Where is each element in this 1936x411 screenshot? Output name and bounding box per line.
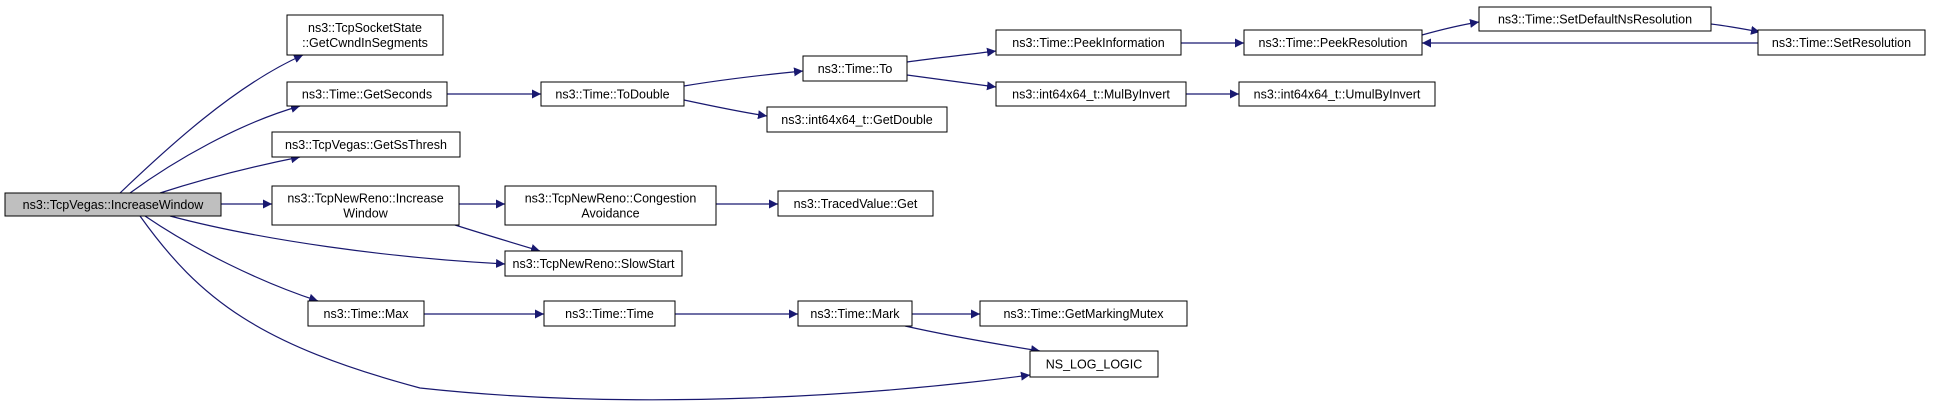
node-label: ns3::Time::Max bbox=[324, 307, 410, 321]
nodes-layer: ns3::TcpVegas::IncreaseWindow ns3::TcpSoc… bbox=[4, 6, 1926, 378]
node-peek-information[interactable]: ns3::Time::PeekInformation bbox=[995, 29, 1182, 56]
edges-layer bbox=[119, 18, 1761, 401]
node-box bbox=[1243, 29, 1423, 56]
node-newreno-increase-window[interactable]: ns3::TcpNewReno::IncreaseWindow bbox=[271, 185, 460, 226]
edge-increase-window-to-slow-start bbox=[169, 215, 506, 269]
edge-to-double-to-time-to bbox=[683, 67, 804, 87]
edge-increase-window-to-get-cwnd-in-segments bbox=[119, 54, 304, 194]
node-box bbox=[766, 106, 948, 133]
node-ns-log-logic[interactable]: NS_LOG_LOGIC bbox=[1029, 350, 1159, 378]
node-box bbox=[504, 185, 717, 226]
node-set-default-ns-resolution[interactable]: ns3::Time::SetDefaultNsResolution bbox=[1478, 6, 1712, 32]
edge-newreno-increase-window-to-slow-start bbox=[454, 224, 541, 253]
node-peek-resolution[interactable]: ns3::Time::PeekResolution bbox=[1243, 29, 1423, 56]
node-mul-by-invert[interactable]: ns3::int64x64_t::MulByInvert bbox=[995, 81, 1187, 107]
node-label: NS_LOG_LOGIC bbox=[1046, 358, 1143, 372]
edge-time-to-to-peek-information bbox=[906, 47, 997, 63]
node-label: ns3::TcpVegas::IncreaseWindow bbox=[23, 198, 205, 212]
node-increase-window[interactable]: ns3::TcpVegas::IncreaseWindow bbox=[4, 192, 222, 217]
node-get-double[interactable]: ns3::int64x64_t::GetDouble bbox=[766, 106, 948, 133]
node-box bbox=[543, 300, 676, 327]
node-get-cwnd-in-segments[interactable]: ns3::TcpSocketState::GetCwndInSegments bbox=[286, 14, 444, 56]
node-traced-value-get[interactable]: ns3::TracedValue::Get bbox=[777, 190, 934, 217]
node-label: ns3::TcpNewReno::Increase bbox=[287, 192, 443, 206]
node-box bbox=[286, 81, 448, 107]
node-label: ns3::int64x64_t::GetDouble bbox=[781, 113, 933, 127]
node-box bbox=[802, 55, 908, 82]
node-box bbox=[271, 131, 461, 158]
node-label: ns3::Time::SetResolution bbox=[1772, 36, 1911, 50]
node-box bbox=[1238, 81, 1436, 107]
node-label: ns3::Time::GetMarkingMutex bbox=[1003, 307, 1164, 321]
node-get-ss-thresh[interactable]: ns3::TcpVegas::GetSsThresh bbox=[271, 131, 461, 158]
node-label: ns3::TcpSocketState bbox=[308, 21, 422, 35]
node-box bbox=[979, 300, 1188, 327]
node-time-mark[interactable]: ns3::Time::Mark bbox=[797, 300, 913, 327]
node-time-time[interactable]: ns3::Time::Time bbox=[543, 300, 676, 327]
edge-increase-window-to-get-ss-thresh bbox=[159, 154, 301, 194]
node-box bbox=[777, 190, 934, 217]
node-box bbox=[1757, 29, 1926, 56]
node-box bbox=[286, 14, 444, 56]
node-box bbox=[995, 29, 1182, 56]
node-label: ns3::TcpVegas::GetSsThresh bbox=[285, 138, 447, 152]
node-label: ns3::Time::PeekInformation bbox=[1012, 36, 1164, 50]
node-label: ns3::Time::Mark bbox=[810, 307, 900, 321]
node-label: ns3::Time::Time bbox=[565, 307, 654, 321]
node-box bbox=[271, 185, 460, 226]
node-label: ::GetCwndInSegments bbox=[302, 36, 428, 50]
node-label: ns3::Time::ToDouble bbox=[555, 88, 669, 102]
node-label: ns3::TcpNewReno::Congestion bbox=[525, 192, 697, 206]
node-to-double[interactable]: ns3::Time::ToDouble bbox=[540, 81, 685, 107]
node-label: ns3::Time::GetSeconds bbox=[302, 88, 432, 102]
node-box bbox=[540, 81, 685, 107]
node-box bbox=[1478, 6, 1712, 32]
node-box bbox=[504, 250, 683, 277]
edge-time-mark-to-ns-log-logic bbox=[904, 325, 1041, 355]
node-box bbox=[1029, 350, 1159, 378]
node-time-max[interactable]: ns3::Time::Max bbox=[307, 300, 425, 327]
node-box bbox=[4, 192, 222, 217]
node-label: ns3::Time::SetDefaultNsResolution bbox=[1498, 13, 1692, 27]
node-time-to[interactable]: ns3::Time::To bbox=[802, 55, 908, 82]
node-get-seconds[interactable]: ns3::Time::GetSeconds bbox=[286, 81, 448, 107]
edge-increase-window-to-get-seconds bbox=[129, 104, 301, 194]
node-label: ns3::Time::To bbox=[818, 62, 893, 76]
node-label: ns3::TracedValue::Get bbox=[794, 197, 918, 211]
edge-to-double-to-get-double bbox=[683, 99, 768, 120]
node-label: ns3::TcpNewReno::SlowStart bbox=[513, 257, 675, 271]
edge-increase-window-to-ns-log-logic bbox=[139, 215, 1031, 401]
node-umul-by-invert[interactable]: ns3::int64x64_t::UmulByInvert bbox=[1238, 81, 1436, 107]
node-box bbox=[307, 300, 425, 327]
node-label: Window bbox=[343, 207, 388, 221]
node-label: ns3::int64x64_t::MulByInvert bbox=[1012, 88, 1170, 102]
node-label: Avoidance bbox=[581, 207, 639, 221]
edge-set-default-ns-resolution-to-set-resolution bbox=[1710, 23, 1761, 35]
node-box bbox=[797, 300, 913, 327]
edge-increase-window-to-time-max bbox=[144, 215, 319, 303]
node-label: ns3::int64x64_t::UmulByInvert bbox=[1254, 88, 1421, 102]
edge-peek-resolution-to-set-default-ns-resolution bbox=[1421, 18, 1480, 36]
edge-time-to-to-mul-by-invert bbox=[906, 74, 997, 91]
node-get-marking-mutex[interactable]: ns3::Time::GetMarkingMutex bbox=[979, 300, 1188, 327]
node-box bbox=[995, 81, 1187, 107]
node-label: ns3::Time::PeekResolution bbox=[1259, 36, 1408, 50]
node-set-resolution[interactable]: ns3::Time::SetResolution bbox=[1757, 29, 1926, 56]
node-slow-start[interactable]: ns3::TcpNewReno::SlowStart bbox=[504, 250, 683, 277]
